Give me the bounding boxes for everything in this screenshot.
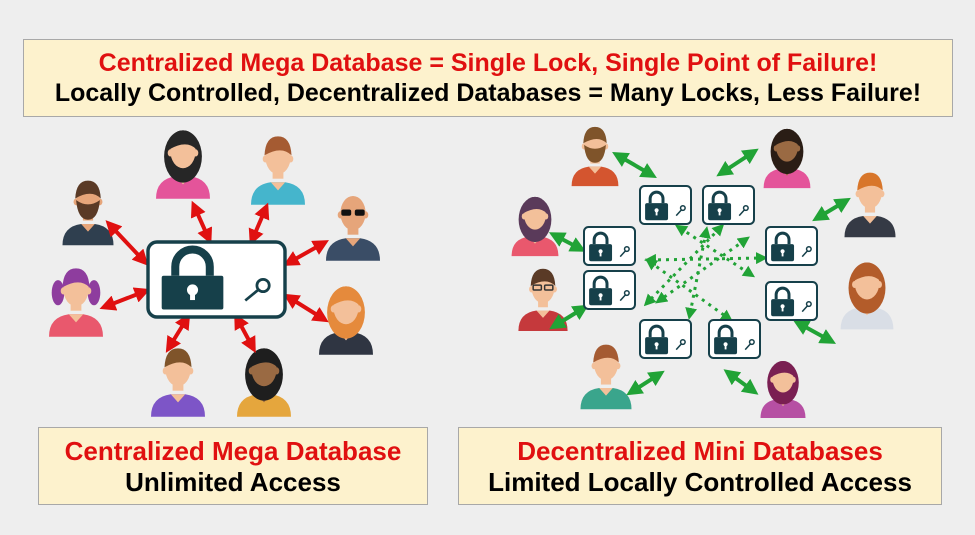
database-lock-icon: [639, 185, 692, 225]
key-icon: [744, 338, 755, 351]
key-icon: [619, 289, 630, 302]
arrow-icon: [190, 200, 213, 245]
banner-line-centralized: Centralized Mega Database = Single Lock,…: [98, 49, 878, 77]
arrow-icon: [685, 226, 711, 320]
arrow-icon: [645, 258, 733, 322]
database-lock-icon: [702, 185, 755, 225]
arrow-icon: [792, 320, 837, 344]
arrow-icon: [626, 370, 665, 396]
arrow-icon: [644, 252, 768, 266]
key-icon: [738, 204, 749, 217]
database-lock-icon: [583, 270, 636, 310]
person-icon: [511, 196, 559, 257]
person-icon: [156, 130, 210, 199]
database-lock-icon: [765, 226, 818, 266]
person-icon: [760, 361, 806, 418]
key-icon: [244, 277, 271, 302]
person-icon: [319, 286, 373, 355]
person-icon: [840, 262, 894, 330]
arrow-icon: [723, 369, 759, 395]
person-icon: [326, 196, 380, 261]
centralized-caption: Centralized Mega Database Unlimited Acce…: [38, 427, 428, 505]
arrow-icon: [99, 287, 151, 311]
database-lock-icon: [583, 226, 636, 266]
person-icon: [844, 172, 896, 238]
person-icon: [151, 348, 205, 417]
person-icon: [62, 180, 114, 246]
arrow-icon: [643, 223, 725, 307]
arrow-icon: [549, 304, 589, 330]
arrow-icon: [612, 151, 657, 179]
centralized-caption-title: Centralized Mega Database: [64, 436, 402, 466]
database-lock-icon: [708, 319, 761, 359]
banner-line-decentralized: Locally Controlled, Decentralized Databa…: [54, 79, 922, 107]
person-icon: [571, 126, 619, 187]
arrow-icon: [812, 197, 851, 222]
key-icon: [801, 300, 812, 313]
decentralized-caption: Decentralized Mini Databases Limited Loc…: [458, 427, 942, 505]
arrow-icon: [105, 220, 149, 266]
title-banner: Centralized Mega Database = Single Lock,…: [23, 39, 953, 117]
arrow-icon: [283, 240, 329, 266]
arrow-icon: [234, 312, 256, 354]
key-icon: [801, 245, 812, 258]
person-icon: [763, 128, 811, 189]
arrow-icon: [716, 148, 759, 177]
key-icon: [675, 338, 686, 351]
key-icon: [675, 204, 686, 217]
person-icon: [49, 268, 103, 337]
centralized-caption-subtitle: Unlimited Access: [125, 467, 341, 497]
arrow-icon: [165, 313, 191, 353]
arrow-icon: [655, 236, 750, 304]
key-icon: [619, 245, 630, 258]
database-lock-icon: [765, 281, 818, 321]
database-lock-icon: [639, 319, 692, 359]
decentralized-caption-title: Decentralized Mini Databases: [517, 436, 883, 466]
decentralized-caption-subtitle: Limited Locally Controlled Access: [488, 467, 912, 497]
person-icon: [237, 348, 291, 417]
database-lock-icon: [146, 240, 287, 319]
arrow-icon: [548, 232, 587, 252]
arrow-icon: [248, 202, 270, 246]
arrow-icon: [283, 293, 329, 323]
person-icon: [580, 344, 632, 410]
person-icon: [251, 136, 305, 205]
